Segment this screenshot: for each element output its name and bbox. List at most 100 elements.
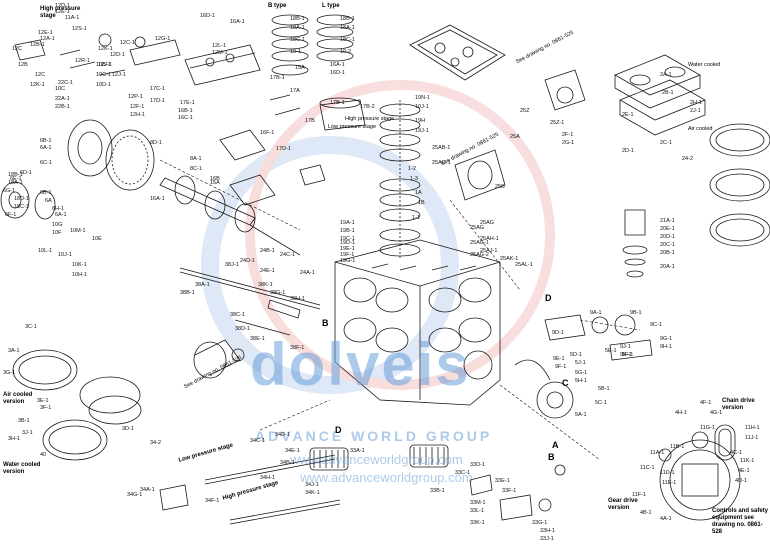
heading-high-pressure-stage: High pressure stage <box>40 6 81 19</box>
part-number-label: 4B-1 <box>640 510 652 516</box>
part-number-label: 10J-1 <box>58 252 72 258</box>
oil-pump-left <box>0 181 56 220</box>
part-number-label: 5F-1 <box>622 352 634 358</box>
part-number-label: 5C-1 <box>595 400 607 406</box>
part-number-label: 25AG-1 <box>470 240 489 246</box>
part-number-label: 18B-1 <box>340 16 355 22</box>
part-number-label: 19A-1 <box>340 220 355 226</box>
shaft-38 <box>179 267 321 336</box>
part-number-label: 4F-1 <box>700 400 712 406</box>
part-number-label: 11A-1 <box>65 15 80 21</box>
part-number-label: 24C-1 <box>280 252 295 258</box>
part-number-label: 38H-1 <box>290 296 305 302</box>
part-number-label: 15A <box>210 180 220 186</box>
part-number-label: 18C-1 <box>290 37 305 43</box>
part-number-label: 33H-1 <box>540 528 555 534</box>
part-number-label: 6F-1 <box>5 212 17 218</box>
part-number-label: 4H-1 <box>675 410 687 416</box>
part-number-label: 12C <box>35 72 46 78</box>
part-number-label: 12K-1 <box>30 82 45 88</box>
part-number-label: 12R-1 <box>75 58 90 64</box>
chain-drive <box>658 424 736 462</box>
part-number-label: 33E-1 <box>495 478 510 484</box>
part-number-label: 25AH-1 <box>480 236 499 242</box>
part-number-label: 16D-1 <box>200 13 215 19</box>
part-number-label: 11C-1 <box>640 465 655 471</box>
section-letter-b: B <box>322 318 329 328</box>
bottom-valves <box>469 464 566 521</box>
part-number-label: 2H-1 <box>690 100 702 106</box>
part-number-label: 9F-1 <box>555 364 567 370</box>
part-number-label: 9G-1 <box>660 336 673 342</box>
part-number-label: 16F-1 <box>260 130 275 136</box>
part-number-label: 2B-1 <box>662 90 674 96</box>
part-number-label: 6E-1 <box>10 176 22 182</box>
part-number-label: 2F-1 <box>562 132 574 138</box>
part-number-label: 6H-1 <box>52 206 64 212</box>
part-number-label: 34K-1 <box>305 490 320 496</box>
part-number-label: 1A <box>415 190 422 196</box>
part-number-label: 6B-1 <box>40 190 52 196</box>
part-number-label: 25AG <box>480 220 495 226</box>
part-number-label: 6A-1 <box>55 212 67 218</box>
part-number-label: 34J-1 <box>305 482 319 488</box>
part-number-label: 4D-1 <box>735 478 747 484</box>
strainers <box>309 444 449 471</box>
crankshaft <box>159 175 301 256</box>
watermark-url-1: www.advanceworldgroup.com <box>290 452 463 467</box>
part-number-label: 17B <box>305 118 315 124</box>
part-number-label: 19F-1 <box>340 252 355 258</box>
part-number-label: 12B-1 <box>30 42 45 48</box>
part-number-label: 18A-1 <box>340 25 355 31</box>
part-number-label: 17D-1 <box>276 146 291 152</box>
part-number-label: 9J-1 <box>620 344 631 350</box>
part-number-label: 2D-1 <box>622 148 634 154</box>
part-number-label: 38G-1 <box>270 290 286 296</box>
section-letter-a: A <box>552 440 559 450</box>
part-number-label: 25AK-1 <box>500 256 519 262</box>
part-number-label: 6A <box>45 198 52 204</box>
part-number-label: 18B-1 <box>290 16 305 22</box>
part-number-label: 25Z-1 <box>550 120 565 126</box>
part-number-label: 11K-1 <box>740 458 755 464</box>
watermark-brand: dolveis <box>250 331 471 398</box>
part-number-label: 19G-1 <box>340 258 356 264</box>
gasket-top <box>409 24 506 81</box>
part-number-label: 10K-1 <box>72 262 87 268</box>
part-number-label: 12A-1 <box>40 36 55 42</box>
part-number-label: 20E-1 <box>660 226 675 232</box>
part-number-label: 17A <box>290 88 300 94</box>
part-number-label: 5E-1 <box>605 348 617 354</box>
part-number-label: 33L-1 <box>470 508 485 514</box>
part-number-label: 12S-1 <box>72 26 87 32</box>
part-number-label: 16A-1 <box>230 19 245 25</box>
part-number-label: 33B-1 <box>430 488 445 494</box>
part-number-label: 38A-1 <box>195 282 210 288</box>
watermark-url-2: www.advanceworldgroup.com <box>300 470 473 485</box>
part-number-label: 12C <box>12 46 23 52</box>
part-number-label: 11B-1 <box>670 444 685 450</box>
part-number-label: 16A-1 <box>330 62 345 68</box>
part-number-label: 6G-1 <box>3 188 16 194</box>
part-number-label: 20D-1 <box>660 234 675 240</box>
part-number-label: 24-2 <box>682 156 694 162</box>
part-number-label: 18B-1 <box>8 172 23 178</box>
part-number-label: 38B-1 <box>180 290 195 296</box>
part-number-label: 12E-1 <box>38 30 53 36</box>
part-number-label: 38D-1 <box>235 326 250 332</box>
part-number-label: 19C-1 <box>340 236 355 242</box>
gear-drive-housing <box>659 431 741 521</box>
note-air-cooled-2: Air cooled <box>688 126 713 132</box>
part-number-label: 12L-1 <box>212 43 227 49</box>
part-number-label: 18A-1 <box>8 180 23 186</box>
part-number-label: 22A-1 <box>55 96 70 102</box>
heading-chain-drive: Chain drive version <box>722 398 755 411</box>
part-number-label: 1-3 <box>410 176 418 182</box>
part-number-label: 18D-1 <box>14 196 29 202</box>
part-number-label: 19D-1 <box>340 240 355 246</box>
part-number-label: 12C-1 <box>120 40 135 46</box>
part-number-label: 3J-1 <box>22 430 33 436</box>
part-number-label: 34D-1 <box>275 432 290 438</box>
part-number-label: 5H-1 <box>575 378 587 384</box>
part-number-label: 34C-1 <box>250 438 265 444</box>
